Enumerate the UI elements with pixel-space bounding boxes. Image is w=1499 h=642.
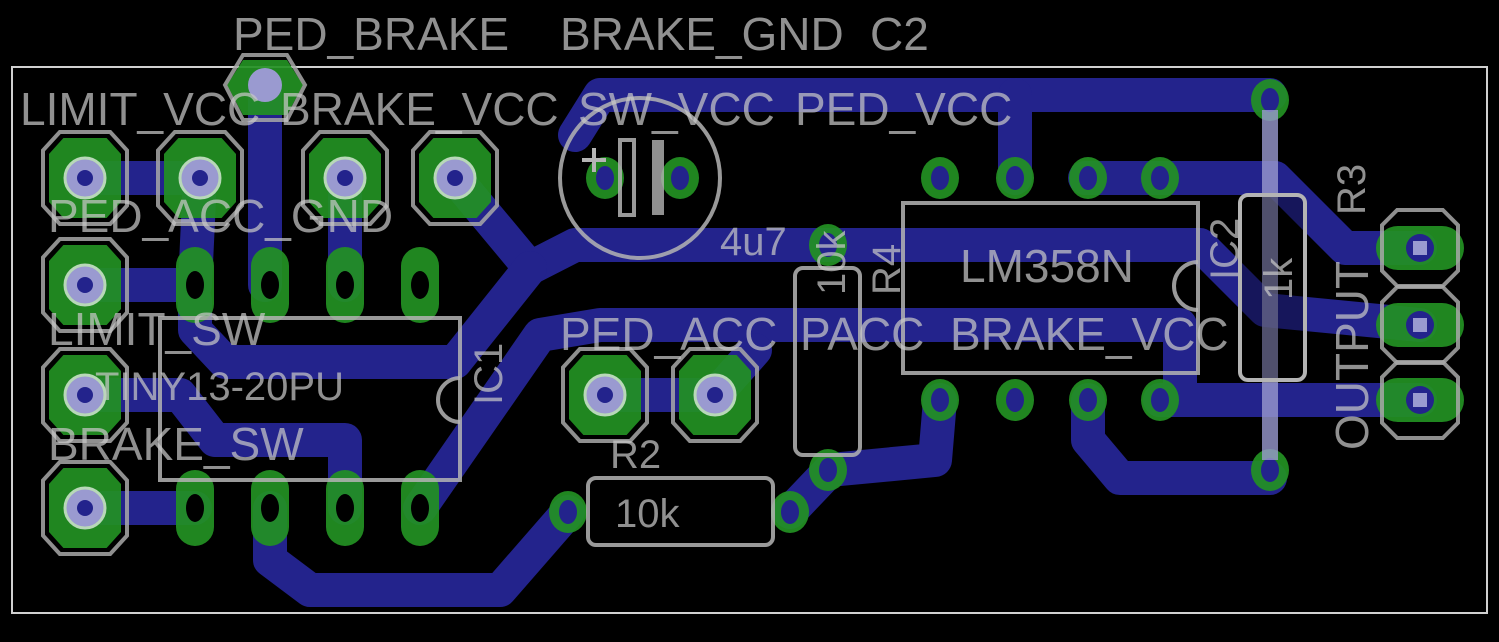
- small-pad: [1251, 79, 1289, 121]
- ic1-pin-pad: [326, 470, 364, 546]
- connector-pads: [222, 53, 308, 122]
- label-pacc: PACC: [800, 308, 924, 360]
- ic2-value: LM358N: [960, 240, 1134, 292]
- r3-name: R3: [1330, 164, 1374, 215]
- small-pad: [1141, 379, 1179, 421]
- round-pad: [41, 130, 129, 226]
- r2-name: R2: [610, 433, 661, 477]
- ic1-value: TINY13-20PU: [95, 365, 344, 409]
- small-pad: [1069, 379, 1107, 421]
- label-sw: SW_VCC: [578, 83, 775, 135]
- r3-value: 1k: [1257, 257, 1301, 300]
- ic1-pin-pad: [326, 247, 364, 323]
- r3-outline: [1238, 193, 1307, 382]
- c2-outline: [558, 96, 722, 260]
- small-pad: [1251, 449, 1289, 491]
- label-ped: PED_VCC: [795, 83, 1012, 135]
- c2-name: C2: [870, 8, 929, 60]
- label-brake-vcc: BRAKE_VCC: [950, 308, 1229, 360]
- label-ped-brake: PED_BRAKE: [233, 8, 509, 60]
- small-pad: [1069, 157, 1107, 199]
- ic1-pin-pad: [401, 470, 439, 546]
- board-outline: [11, 66, 1488, 614]
- round-pad: [561, 347, 649, 443]
- small-pad: [771, 491, 809, 533]
- label-limit-sw: LIMIT_SW: [48, 303, 266, 355]
- ic2-outline: [901, 201, 1200, 375]
- through-hole-pads: [41, 53, 1464, 556]
- silkscreen: [158, 96, 1307, 547]
- output-pad: [1376, 208, 1464, 288]
- round-pad: [411, 130, 499, 226]
- small-pad: [661, 157, 699, 199]
- round-pad: [156, 130, 244, 226]
- small-pad: [809, 449, 847, 491]
- round-pad: [41, 460, 129, 556]
- ic1-notch: [436, 376, 461, 424]
- c2-plus-sign: [582, 148, 606, 172]
- ic1-pin-pad: [251, 470, 289, 546]
- small-pad: [921, 379, 959, 421]
- r2-value: 10k: [615, 492, 680, 536]
- ic1-pin-pad: [251, 247, 289, 323]
- small-pad: [549, 491, 587, 533]
- output-pad: [1376, 285, 1464, 365]
- output-pad: [1376, 360, 1464, 440]
- label-ped-acc: PED_ACC: [560, 308, 777, 360]
- r4-outline: [793, 266, 862, 457]
- ic2-name: IC2: [1203, 218, 1247, 280]
- r4-value: 10k: [810, 230, 854, 295]
- small-pad: [996, 157, 1034, 199]
- ic1-name: IC1: [467, 343, 511, 405]
- label-brake-gnd: BRAKE_GND: [560, 8, 844, 60]
- ic2-notch: [1172, 260, 1199, 312]
- label-brake-sw: BRAKE_SW: [48, 418, 304, 470]
- small-pad: [1141, 157, 1179, 199]
- round-pad: [301, 130, 389, 226]
- c2-value: 4u7: [720, 220, 787, 264]
- label-ped-acc-gnd: PED_ACC_GND: [48, 190, 393, 242]
- label-brake: BRAKE_VCC: [280, 83, 559, 135]
- ic1-pin-pad: [176, 247, 214, 323]
- round-pad: [41, 237, 129, 333]
- label-output: OUTPUT: [1326, 261, 1378, 450]
- round-pad: [41, 347, 129, 443]
- labels: PED_BRAKE BRAKE_GND C2 LIMIT_VCC BRAKE_V…: [20, 8, 1378, 536]
- small-pad: [921, 157, 959, 199]
- round-pad: [671, 347, 759, 443]
- ic1-outline: [158, 316, 462, 482]
- ic1-pin-pad: [401, 247, 439, 323]
- ic1-pin-pad: [176, 470, 214, 546]
- c2-plate: [618, 138, 636, 217]
- r4-name: R4: [865, 244, 909, 295]
- c2-plate-neg: [652, 140, 664, 215]
- small-pad: [809, 224, 847, 266]
- r2-outline: [586, 476, 775, 547]
- small-pad: [996, 379, 1034, 421]
- label-limit: LIMIT_VCC: [20, 83, 260, 135]
